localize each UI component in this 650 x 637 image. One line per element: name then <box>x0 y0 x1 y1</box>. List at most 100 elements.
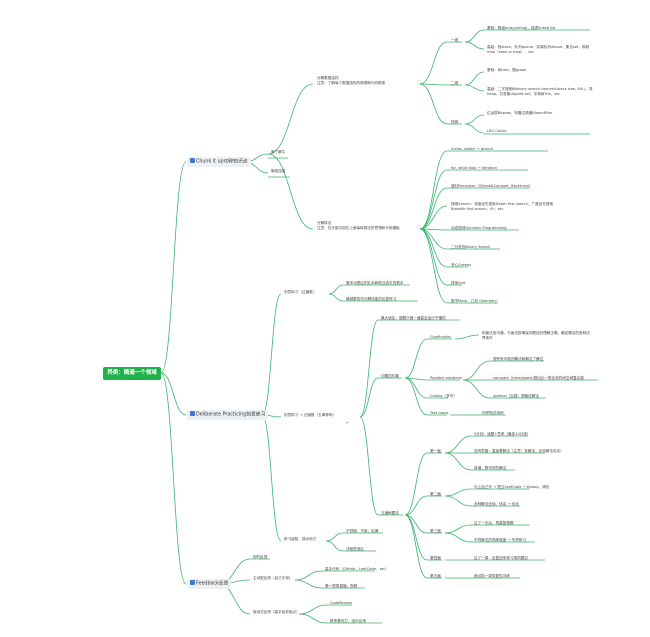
node-pass-3a[interactable]: 过了一天后，再重复做题 <box>474 521 514 525</box>
connector-line <box>419 228 448 304</box>
node-passive-feedback[interactable]: 被动式反馈（高手给你指点） <box>253 610 300 614</box>
node-instant-feedback[interactable]: 即时反馈 <box>253 555 268 559</box>
node-special-bitwise[interactable]: 位运算Bitwise，布隆过滤器BloomFilter <box>487 111 553 115</box>
connector-line <box>294 570 323 581</box>
connector-line <box>261 414 282 542</box>
node-practice-basic-b[interactable]: 最频繁的切分解技能的反复练习 <box>346 297 397 301</box>
node-weakness-a[interactable]: 不舒服，不爽，枯燥 <box>346 529 379 533</box>
connector-line <box>298 604 328 615</box>
root-node[interactable]: 异类：精通一个领域 <box>103 367 161 380</box>
connector-line <box>404 514 428 579</box>
connector-line <box>464 29 485 43</box>
branch-feedback-label: Feedback反馈 <box>196 581 229 587</box>
connector-line <box>298 613 328 624</box>
connector-line <box>464 123 485 134</box>
alg-greedy[interactable]: 贪心Greedy <box>451 263 472 267</box>
node-pass-3[interactable]: 第三遍 <box>430 529 441 533</box>
node-1d[interactable]: 一维 <box>451 38 459 42</box>
node-practice-basic[interactable]: 刻意练习（过遍数） <box>284 290 317 294</box>
node-pass-4a[interactable]: 过了一周：反复回来练习相同题目 <box>474 556 528 560</box>
node-algorithms[interactable]: 分解算法注意：在头脑中回忆上面每种算法的思想和代码模板 <box>317 221 400 231</box>
node-data-structures[interactable]: 分解数据结构注意：了解每个数据结构的原理和代码框架 <box>317 76 385 86</box>
alg-sort[interactable]: 排序Sort <box>451 281 466 285</box>
connector-line <box>419 205 448 230</box>
node-test-cases-a[interactable]: 列举测试用例 <box>482 411 504 415</box>
node-five-poison[interactable]: 刻意练习 → 过遍数（五毒神掌） <box>284 413 337 417</box>
node-active-a[interactable]: 高手代码（GitHub，LeetCode，etc） <box>325 567 389 571</box>
branch-feedback[interactable]: Feedback反馈 <box>187 579 232 589</box>
node-1d-adv[interactable]: 高级：栈stack，队列queue，双端队列deque，集合set，映射map（… <box>487 45 590 54</box>
node-four-step[interactable]: 切题四件套 <box>381 374 399 378</box>
connector-line <box>359 319 379 418</box>
connector-line <box>444 532 472 543</box>
branch-chunk-it-up[interactable]: Chunk it up切碎知识点 <box>187 157 251 167</box>
alg-branch[interactable]: if-else, switch → branch <box>451 147 494 151</box>
node-coding[interactable]: Coding（多写） <box>430 394 457 398</box>
alg-dp[interactable]: 动态规划Dynamic Programming <box>451 226 507 230</box>
node-special-lru[interactable]: LRU Cache <box>487 129 507 133</box>
node-pass-1c[interactable]: 背诵、默写好的解法 <box>474 466 507 470</box>
connector-line <box>160 161 187 374</box>
node-active-feedback[interactable]: 主动型反馈（自己去找） <box>253 576 293 580</box>
connector-line <box>328 284 344 295</box>
node-pass-2a[interactable]: 马上自己写 → 提交LeetCode → Debug、调优 <box>474 485 550 489</box>
connector-line <box>419 187 448 230</box>
ds-line1: 分解数据结构 <box>317 76 339 80</box>
node-ps-c[interactable]: optimal（加强）想最优解法 <box>493 394 539 398</box>
connector-line <box>325 540 344 552</box>
connector-line <box>464 71 485 86</box>
node-pass-1a[interactable]: 5分钟：读题+思考（最多10分钟） <box>474 432 531 436</box>
node-pass-4[interactable]: 第四遍 <box>430 556 441 560</box>
node-ps-a[interactable]: 想所有可能的解法和解法了解过 <box>493 357 544 361</box>
connector-line <box>160 372 187 585</box>
node-2d[interactable]: 二维 <box>451 81 459 85</box>
connector-line <box>404 338 428 379</box>
connector-line <box>359 416 379 516</box>
node-pass-1[interactable]: 第一遍 <box>430 449 441 453</box>
connector-line <box>328 293 344 302</box>
connector-line <box>261 293 282 416</box>
connector-line <box>462 379 491 399</box>
connector-line <box>444 524 472 534</box>
node-pass-5[interactable]: 第五遍 <box>430 574 441 578</box>
branch-deliberate-practice[interactable]: Deliberate Practicing刻意练习 <box>187 410 269 420</box>
node-clarification-a[interactable]: 和面试官沟通，与面试官确保对题目的理解正确，确定题目的各种边界条件 <box>482 331 590 340</box>
feedback-icon <box>190 580 195 585</box>
node-pass-3b[interactable]: 不同解法的熟练程度 → 专项练习 <box>474 538 527 542</box>
node-pass-2[interactable]: 第二遍 <box>430 492 441 496</box>
node-weakness-b[interactable]: 决破舒适区 <box>346 547 364 551</box>
node-active-b[interactable]: 第一视角直播，视频 <box>325 584 358 588</box>
alg-binary-search[interactable]: 二分查找Binary Search <box>451 245 491 249</box>
node-clarification[interactable]: Clarification <box>430 335 452 339</box>
connector-line <box>462 360 491 381</box>
alg-search[interactable]: 搜索Search：深度优先搜索Depth first search，广度优先搜索… <box>451 202 554 211</box>
alg-line1: 分解算法 <box>317 221 332 225</box>
alg-math[interactable]: 数学Math，几何 Geometry <box>451 299 498 303</box>
node-passive-b[interactable]: 教练看你打，给你反馈 <box>330 619 366 623</box>
alg-recursion[interactable]: 递归Recursion（Divide&Conquer, Backtrace） <box>451 184 533 188</box>
node-connect[interactable]: 脉络连接 <box>271 169 286 173</box>
node-2d-basic[interactable]: 基础：树tree，图graph <box>487 68 527 72</box>
node-weakness[interactable]: 练习缺陷，弱点地方 <box>284 537 317 541</box>
node-five-pass[interactable]: 五遍刷题法 <box>381 511 399 515</box>
chunk-icon <box>190 158 195 163</box>
node-pass-5a[interactable]: 面试前一周恢复性训练 <box>474 574 510 578</box>
node-1d-basic[interactable]: 基础：数组array(string)，链表linked list <box>487 26 556 30</box>
alg-iteration[interactable]: for, while loop → Iteration <box>451 166 498 170</box>
node-pass-1b[interactable]: 没有思路：直接看解法（注意！多解法，比较解法优劣） <box>474 449 564 453</box>
node-biggest-mistake[interactable]: 最大误区：做题只做一遍甚至运行不懂的 <box>381 316 446 320</box>
node-ps-b[interactable]: compare（time/space)想出比一般比较时间空间复杂度 <box>493 376 584 380</box>
node-test-cases[interactable]: Test cases <box>430 411 449 415</box>
note-icon: ▢ <box>417 224 421 229</box>
node-practice-basic-a[interactable]: 基本功是区别业余和职业选手的根本 <box>346 281 404 285</box>
node-paoding[interactable]: 庖丁解牛 <box>271 150 286 154</box>
node-special[interactable]: 特殊 <box>451 120 459 124</box>
node-2d-adv[interactable]: 高级：二叉搜索树binary search tree(red-black tre… <box>487 87 593 96</box>
connector-line <box>325 532 344 542</box>
node-possible-solutions[interactable]: Possible solutions <box>430 376 462 380</box>
node-passive-a[interactable]: CodeReview <box>330 601 353 605</box>
node-pass-2b[interactable]: 多种解法比较、体会 → 优化 <box>474 502 519 506</box>
connector-line <box>419 41 448 85</box>
connector-line <box>359 377 379 418</box>
